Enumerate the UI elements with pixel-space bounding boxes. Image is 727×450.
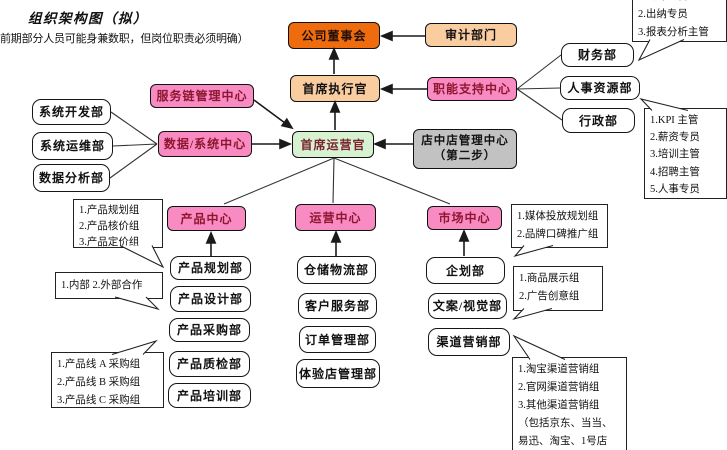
shop-in-shop-line2: （第二步） [433, 150, 497, 162]
page-subtitle: 前期部分人员可能身兼数职，但岗位职责必须明确） [0, 33, 249, 45]
node-operation-center: 运营中心 [295, 204, 376, 231]
node-product-purchasing-dept: 产品采购部 [169, 318, 250, 342]
node-product-training-dept: 产品培训部 [168, 383, 251, 408]
node-system-dev-dept: 系统开发部 [32, 99, 111, 125]
node-planning-dept: 企划部 [426, 257, 505, 284]
callout-line: 3.培训主管 [650, 149, 700, 161]
callout-line: 2.官网渠道营销组 [518, 382, 600, 393]
node-finance-dept: 财务部 [561, 43, 634, 67]
callout-line: 3.产品线 C 采购组 [57, 395, 141, 406]
node-service-chain-center: 服务链管理中心 [150, 84, 254, 108]
callout-cooperation-note: 1.内部 2.外部合作 [55, 272, 163, 299]
node-market-center: 市场中心 [427, 206, 502, 230]
node-product-center: 产品中心 [167, 206, 246, 231]
callout-line: 2.品牌口碑推广组 [517, 229, 599, 240]
node-product-planning-dept: 产品规划部 [170, 256, 251, 280]
node-experience-store-dept: 体验店管理部 [296, 359, 380, 388]
callout-line: 1.内部 2.外部合作 [61, 279, 143, 291]
node-system-ops-dept: 系统运维部 [32, 132, 113, 160]
node-board-of-directors: 公司董事会 [288, 22, 380, 49]
node-order-mgmt-dept: 订单管理部 [299, 326, 376, 353]
callout-line: 2.广告创意组 [519, 291, 580, 302]
node-copy-visual-dept: 文案/视觉部 [428, 293, 507, 319]
callout-hr-roles: 1.KPI 主管 2.薪资专员 3.培训主管 4.招聘主管 5.人事专员 [644, 108, 727, 199]
page-title: 组织架构图（拟） [28, 11, 148, 26]
callout-finance-roles: 1.会计主管 2.出纳专员 3.报表分析主管 [632, 0, 727, 42]
callout-line: 2.产品线 B 采购组 [57, 377, 141, 388]
callout-line: 2.薪资专员 [650, 132, 700, 144]
callout-line: （包括京东、当当、 [518, 418, 613, 429]
callout-line: 1.产品线 A 采购组 [57, 359, 141, 370]
callout-media-groups: 1.媒体投放规划组 2.品牌口碑推广组 [511, 204, 608, 248]
node-product-qc-dept: 产品质检部 [169, 351, 250, 377]
callout-product-planning-groups: 1.产品规划组 2.产品核价组 3.产品定价组 [73, 199, 163, 248]
node-warehouse-logistics-dept: 仓储物流部 [297, 256, 376, 284]
callout-line: 2.出纳专员 [638, 9, 688, 20]
node-channel-marketing-dept: 渠道营销部 [428, 328, 510, 356]
callout-line: 1.KPI 主管 [650, 115, 699, 126]
callout-creative-groups: 1.商品展示组 2.广告创意组 [513, 266, 603, 311]
callout-line: 4.招聘主管 [650, 166, 700, 178]
callout-line: 3.产品定价组 [79, 237, 140, 248]
callout-line: 3.报表分析主管 [638, 27, 709, 38]
callout-line: 1.产品规划组 [79, 205, 140, 216]
node-data-system-center: 数据/系统中心 [158, 131, 252, 157]
node-admin-dept: 行政部 [562, 108, 635, 133]
callout-purchasing-groups: 1.产品线 A 采购组 2.产品线 B 采购组 3.产品线 C 采购组 [51, 352, 164, 408]
callout-line: 1.淘宝渠道营销组 [518, 364, 600, 375]
callout-line: 3.其他渠道营销组 [518, 400, 600, 411]
node-coo: 首席运营官 [292, 131, 374, 158]
callout-channel-groups: 1.淘宝渠道营销组 2.官网渠道营销组 3.其他渠道营销组 （包括京东、当当、 … [512, 357, 627, 450]
shop-in-shop-line1: 店中店管理中心 [421, 135, 509, 147]
node-audit-dept: 审计部门 [425, 23, 517, 47]
node-shop-in-shop-center: 店中店管理中心 （第二步） [413, 129, 517, 169]
callout-line: 5.人事专员 [650, 183, 700, 195]
node-data-analysis-dept: 数据分析部 [33, 164, 110, 192]
node-customer-service-dept: 客户服务部 [298, 293, 377, 319]
node-hr-dept: 人事资源部 [560, 76, 640, 100]
callout-line: 易迅、淘宝、1号店 [518, 436, 608, 447]
node-product-design-dept: 产品设计部 [170, 286, 251, 312]
callout-line: 2.产品核价组 [79, 221, 140, 232]
callout-line: 1.商品展示组 [519, 273, 580, 284]
callout-line: 1.会计主管 [638, 0, 721, 6]
callout-line: 1.媒体投放规划组 [517, 211, 599, 222]
node-ceo: 首席执行官 [290, 75, 380, 102]
node-function-support-center: 职能支持中心 [427, 77, 517, 101]
